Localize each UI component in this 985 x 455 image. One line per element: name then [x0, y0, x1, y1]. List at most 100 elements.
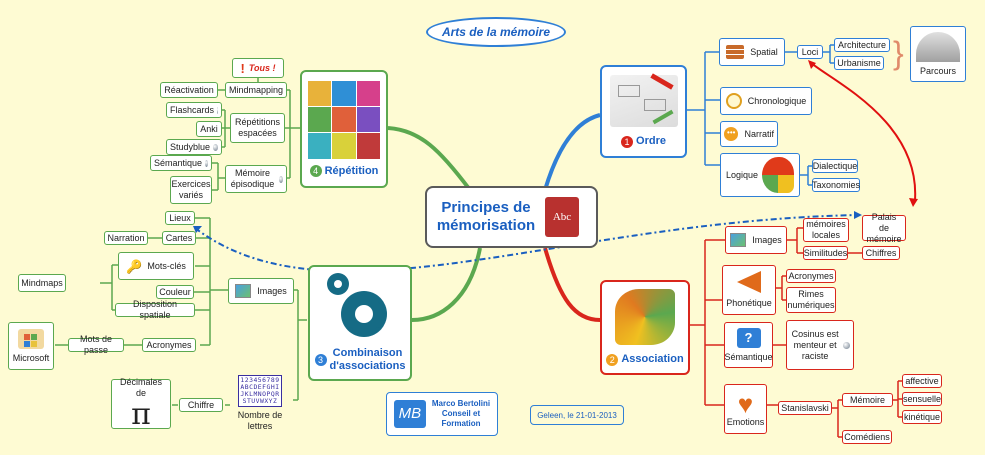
repetitions-espacees-node[interactable]: Répétitions espacées — [230, 113, 285, 143]
lieux-label: Lieux — [169, 212, 191, 223]
chronologique-node[interactable]: Chronologique — [720, 87, 812, 115]
brace-icon: } — [893, 35, 904, 71]
stanislavski-label: Stanislavski — [781, 402, 829, 413]
sensuelle-node[interactable]: sensuelle — [902, 392, 942, 406]
date-label: Geleen, le 21-01-2013 — [537, 410, 617, 420]
architecture-label: Architecture — [837, 39, 887, 50]
studyblue-label: Studyblue — [170, 141, 211, 152]
decimales-pi-node[interactable]: Décimales de π — [111, 377, 171, 432]
images-asso-node[interactable]: Images — [725, 226, 787, 254]
nombre-lettres-node[interactable]: 123456789 ABCDEFGHI JKLMNOPQR STUVWXYZ N… — [228, 375, 292, 433]
loci-node[interactable]: Loci — [797, 45, 823, 59]
narratif-node[interactable]: ••• Narratif — [720, 121, 778, 147]
studyblue-node[interactable]: Studyblue — [166, 139, 222, 155]
mindmaps-node[interactable]: Mindmaps — [18, 274, 66, 292]
cartes-node[interactable]: Cartes — [162, 231, 196, 245]
ordre-label: Ordre — [636, 135, 666, 147]
decimales-label: Décimales de — [119, 377, 162, 398]
parcours-label: Parcours — [919, 65, 956, 76]
rimes-numeriques-node[interactable]: Rimes numériques — [786, 287, 836, 313]
central-title-line2: mémorisation — [436, 217, 536, 234]
similitudes-node[interactable]: Similitudes — [803, 246, 848, 260]
memoire-episodique-node[interactable]: Mémoire épisodique — [225, 165, 287, 193]
exercices-varies-label: Exercices variés — [171, 179, 211, 200]
taxonomies-node[interactable]: Taxonomies — [812, 178, 860, 192]
image-icon — [730, 233, 747, 247]
combinaison-label-1: Combinaison — [332, 347, 403, 359]
ordre-topic[interactable]: 1 Ordre — [600, 65, 687, 158]
microsoft-node[interactable]: Microsoft — [8, 322, 54, 370]
kinetique-label: kinétique — [903, 411, 941, 422]
chiffre-node[interactable]: Chiffre — [179, 398, 223, 412]
memoire-node[interactable]: Mémoire — [842, 393, 893, 407]
note-icon — [843, 341, 850, 349]
flashcards-label: Flashcards — [170, 104, 215, 115]
repetitions-espacees-label: Répétitions espacées — [234, 117, 281, 138]
urbanisme-label: Urbanisme — [837, 57, 881, 68]
mots-cles-label: Mots-clés — [147, 260, 186, 271]
mots-de-passe-label: Mots de passe — [79, 334, 112, 355]
anki-node[interactable]: Anki — [196, 121, 222, 137]
gears-icon — [325, 273, 395, 343]
stanislavski-node[interactable]: Stanislavski — [778, 401, 832, 415]
comediens-node[interactable]: Comédiens — [842, 430, 892, 444]
mots-de-passe-node[interactable]: Mots de passe — [68, 334, 124, 355]
mindmapping-node[interactable]: Mindmapping — [225, 82, 287, 98]
chronologique-label: Chronologique — [747, 95, 807, 106]
mots-cles-node[interactable]: 🔑 Mots-clés — [118, 252, 194, 280]
bricks-icon — [726, 45, 745, 59]
couleur-node[interactable]: Couleur — [156, 285, 194, 299]
date-label-box: Geleen, le 21-01-2013 — [530, 405, 624, 425]
author-box[interactable]: MB Marco Bertolini Conseil et Formation — [386, 392, 498, 436]
note-icon — [217, 106, 218, 114]
tous-node[interactable]: ! Tous ! — [232, 58, 284, 78]
semantique-rep-node[interactable]: Sémantique — [150, 155, 212, 171]
book-icon-text: Abc — [552, 210, 572, 223]
combinaison-topic[interactable]: 3 Combinaison d'associations — [308, 265, 412, 381]
heart-icon: ♥ — [737, 388, 754, 419]
reactivation-node[interactable]: Réactivation — [160, 82, 218, 98]
kinetique-node[interactable]: kinétique — [902, 410, 942, 424]
dialectique-node[interactable]: Dialectique — [812, 159, 858, 173]
emotions-node[interactable]: ♥ Emotions — [724, 384, 767, 434]
acronymes-comb-label: Acronymes — [146, 339, 192, 350]
lieux-node[interactable]: Lieux — [165, 211, 195, 225]
warhol-portraits-icon — [308, 80, 380, 159]
urbanisme-node[interactable]: Urbanisme — [834, 56, 884, 70]
flowchart-pen-icon — [609, 73, 678, 127]
narratif-label: Narratif — [744, 128, 774, 139]
images-comb-node[interactable]: Images — [228, 278, 294, 304]
cartes-label: Cartes — [165, 232, 193, 243]
narration-node[interactable]: Narration — [104, 231, 148, 245]
repetition-topic[interactable]: 4 Répétition — [300, 70, 388, 188]
flashcards-node[interactable]: Flashcards — [166, 102, 222, 118]
spatial-node[interactable]: Spatial — [719, 38, 785, 66]
parcours-node[interactable]: Parcours — [910, 26, 966, 82]
cosinus-node[interactable]: Cosinus est menteur et raciste — [786, 320, 854, 370]
acronymes-comb-node[interactable]: Acronymes — [142, 338, 196, 352]
memoires-locales-node[interactable]: mémoires locales — [803, 218, 849, 242]
semantique-asso-node[interactable]: ? Sémantique — [724, 322, 773, 368]
sensuelle-label: sensuelle — [902, 393, 942, 404]
affective-node[interactable]: affective — [902, 374, 942, 388]
disposition-spatiale-node[interactable]: Disposition spatiale — [115, 299, 195, 320]
exercices-varies-node[interactable]: Exercices variés — [170, 176, 212, 204]
grid-row-4: STUVWXYZ — [242, 397, 278, 405]
acronymes-asso-node[interactable]: Acronymes — [786, 269, 836, 283]
logique-node[interactable]: Logique — [720, 153, 800, 197]
grid-row-2: ABCDEFGHI — [240, 383, 280, 391]
comediens-label: Comédiens — [844, 431, 890, 442]
note-icon — [205, 159, 208, 167]
similitudes-label: Similitudes — [803, 247, 848, 258]
mb-logo: MB — [393, 400, 426, 428]
association-topic[interactable]: 2 Association — [600, 280, 690, 375]
central-topic[interactable]: Principes de mémorisation Abc — [425, 186, 598, 248]
phonetique-node[interactable]: Phonétique — [722, 265, 776, 315]
pi-symbol: π — [131, 397, 151, 432]
palais-memoire-node[interactable]: Palais de mémoire — [862, 212, 906, 244]
grid-row-3: JKLMNOPQR — [240, 390, 280, 398]
architecture-node[interactable]: Architecture — [834, 38, 890, 52]
semantique-rep-label: Sémantique — [154, 157, 203, 168]
chiffres-node[interactable]: Chiffres — [862, 246, 900, 260]
